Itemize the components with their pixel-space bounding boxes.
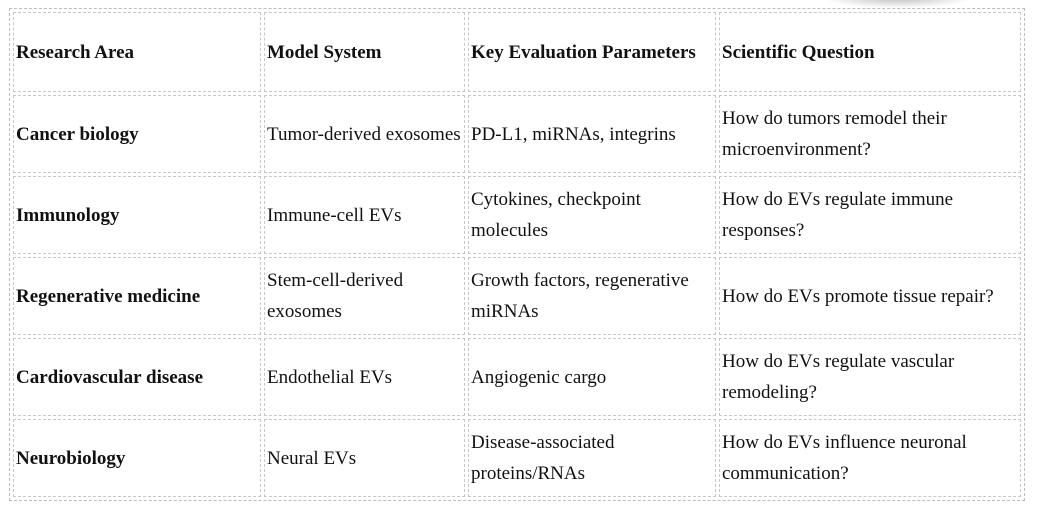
- research-area-cell: Regenerative medicine: [13, 257, 261, 335]
- model-system-cell: Immune-cell EVs: [264, 176, 465, 254]
- evaluation-parameters-cell: Growth factors, regenerative miRNAs: [468, 257, 716, 335]
- model-system-cell: Stem-cell-derived exosomes: [264, 257, 465, 335]
- scientific-question-cell: How do EVs influence neuronal communicat…: [719, 419, 1021, 497]
- model-system-cell: Tumor-derived exosomes: [264, 95, 465, 173]
- evaluation-parameters-cell: Cytokines, checkpoint molecules: [468, 176, 716, 254]
- header-model-system: Model System: [264, 12, 465, 92]
- research-area-cell: Immunology: [13, 176, 261, 254]
- page-corner-shadow: [823, 0, 973, 8]
- model-system-cell: Endothelial EVs: [264, 338, 465, 416]
- table-row: Regenerative medicine Stem-cell-derived …: [13, 257, 1021, 335]
- evaluation-parameters-cell: PD-L1, miRNAs, integrins: [468, 95, 716, 173]
- research-table: Research Area Model System Key Evaluatio…: [9, 8, 1025, 501]
- research-area-cell: Neurobiology: [13, 419, 261, 497]
- evaluation-parameters-cell: Disease-associated proteins/RNAs: [468, 419, 716, 497]
- header-scientific-question: Scientific Question: [719, 12, 1021, 92]
- header-research-area: Research Area: [13, 12, 261, 92]
- research-area-cell: Cancer biology: [13, 95, 261, 173]
- table-row: Cardiovascular disease Endothelial EVs A…: [13, 338, 1021, 416]
- evaluation-parameters-cell: Angiogenic cargo: [468, 338, 716, 416]
- header-key-evaluation-parameters: Key Evaluation Parameters: [468, 12, 716, 92]
- model-system-cell: Neural EVs: [264, 419, 465, 497]
- scientific-question-cell: How do EVs regulate vascular remodeling?: [719, 338, 1021, 416]
- scientific-question-cell: How do EVs regulate immune responses?: [719, 176, 1021, 254]
- table-row: Neurobiology Neural EVs Disease-associat…: [13, 419, 1021, 497]
- table-row: Cancer biology Tumor-derived exosomes PD…: [13, 95, 1021, 173]
- research-area-cell: Cardiovascular disease: [13, 338, 261, 416]
- table-row: Immunology Immune-cell EVs Cytokines, ch…: [13, 176, 1021, 254]
- scientific-question-cell: How do tumors remodel their microenviron…: [719, 95, 1021, 173]
- table-header-row: Research Area Model System Key Evaluatio…: [13, 12, 1021, 92]
- scientific-question-cell: How do EVs promote tissue repair?: [719, 257, 1021, 335]
